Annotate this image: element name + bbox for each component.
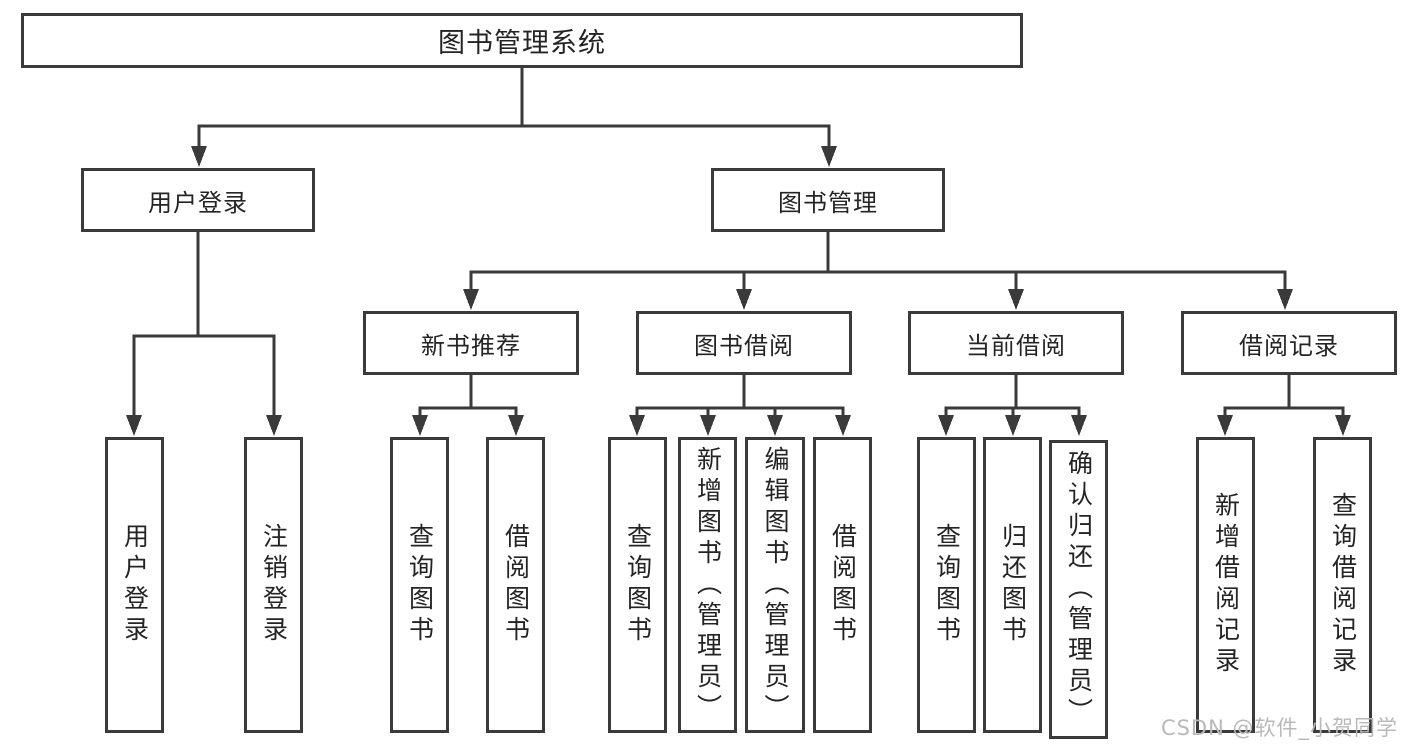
leaf-user-login: 用户登录 [105, 437, 164, 733]
node-book-management: 图书管理 [711, 168, 945, 232]
leaf-logout: 注销登录 [244, 437, 303, 733]
leaf-query-borrow-record: 查询借阅记录 [1313, 437, 1372, 733]
node-root-system: 图书管理系统 [21, 13, 1023, 68]
connector-book-borrow-to-leaves [629, 373, 851, 436]
node-current-borrow: 当前借阅 [908, 311, 1124, 375]
leaf-borrow-books-recommend: 借阅图书 [486, 437, 545, 733]
connector-current-borrow-to-leaves [938, 373, 1087, 436]
leaf-add-borrow-record: 新增借阅记录 [1196, 437, 1255, 733]
leaf-edit-books-admin: 编辑图书（管理员） [745, 437, 805, 733]
leaf-query-books-borrow: 查询图书 [608, 437, 667, 733]
node-new-book-recommend: 新书推荐 [363, 311, 579, 375]
node-book-borrow: 图书借阅 [636, 311, 852, 375]
leaf-borrow-books: 借阅图书 [813, 437, 872, 733]
leaf-add-books-admin: 新增图书（管理员） [678, 437, 737, 733]
connector-root-to-level2 [191, 66, 837, 167]
connector-book-management-to-groups [463, 230, 1293, 310]
node-user-login: 用户登录 [81, 168, 315, 232]
leaf-query-books-current: 查询图书 [917, 437, 976, 733]
connector-user-login-to-leaves [126, 230, 282, 436]
leaf-confirm-return-admin: 确认归还（管理员） [1049, 440, 1108, 739]
connector-new-book-to-leaves [412, 373, 524, 436]
leaf-return-books: 归还图书 [983, 437, 1042, 733]
leaf-query-books-recommend: 查询图书 [390, 437, 449, 733]
connector-borrow-records-to-leaves [1217, 373, 1351, 436]
csdn-watermark: CSDN @软件_小贺同学 [1160, 716, 1398, 740]
node-borrow-records: 借阅记录 [1181, 311, 1397, 375]
